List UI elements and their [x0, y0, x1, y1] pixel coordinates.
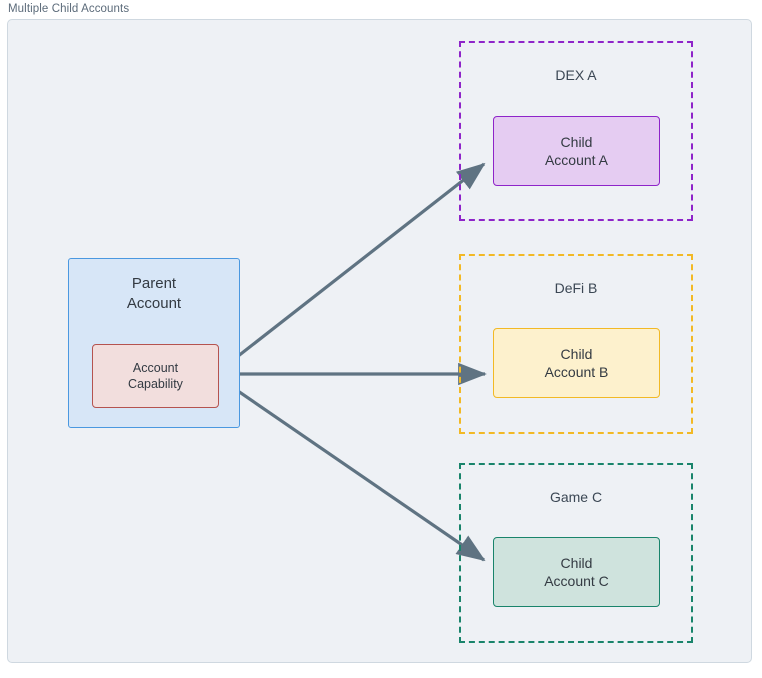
node-parent-account-line1: Parent — [131, 275, 177, 292]
node-child-account-a-line1: Child — [560, 133, 593, 150]
node-parent-account-line2: Account — [126, 294, 182, 312]
node-child-account-a-line2: Account A — [544, 152, 609, 168]
cluster-game-c: Game C — [459, 463, 693, 643]
node-account-capability-line2: Capability — [128, 377, 183, 391]
cluster-defi-b: DeFi B — [459, 254, 693, 434]
node-child-account-a[interactable]: Child Account A — [493, 116, 660, 186]
edge-parent-to-child-c — [218, 376, 486, 562]
node-child-account-c[interactable]: Child Account C — [493, 537, 660, 607]
node-child-account-b-line1: Child — [560, 345, 593, 362]
node-child-account-c-line1: Child — [560, 554, 593, 571]
cluster-label-dex-a: DEX A — [555, 67, 597, 83]
node-child-account-c-line2: Account C — [544, 573, 609, 589]
node-child-account-b-line2: Account B — [544, 364, 609, 380]
edge-parent-to-child-a — [218, 162, 486, 373]
node-child-account-b[interactable]: Child Account B — [493, 328, 660, 398]
cluster-label-game-c: Game C — [549, 489, 603, 505]
diagram-title: Multiple Child Accounts — [8, 3, 130, 15]
cluster-label-defi-b: DeFi B — [554, 280, 598, 296]
cluster-dex-a: DEX A — [459, 41, 693, 221]
node-account-capability-line1: Account — [132, 360, 179, 375]
node-account-capability[interactable]: Account Capability — [92, 344, 219, 408]
